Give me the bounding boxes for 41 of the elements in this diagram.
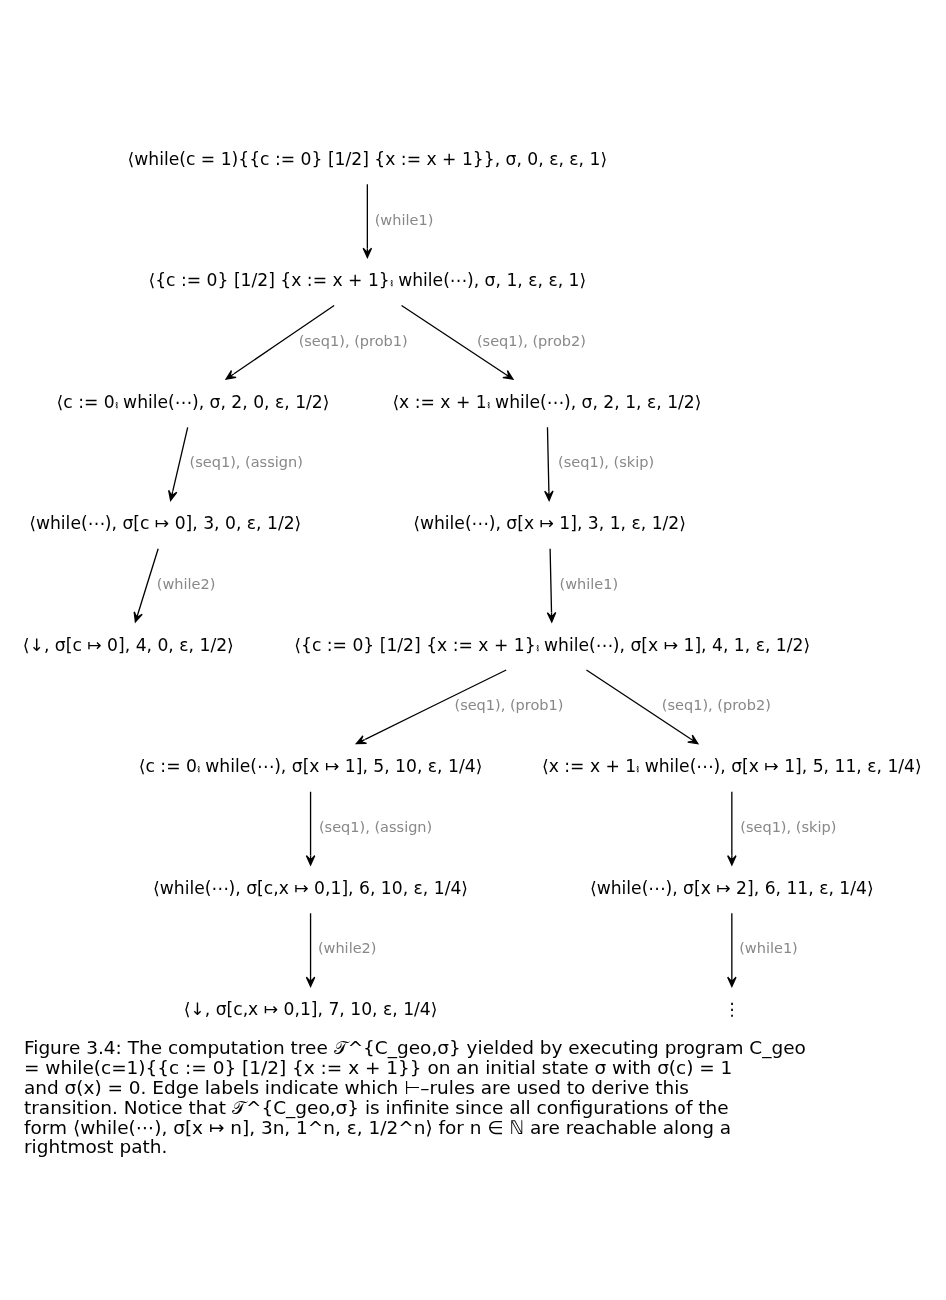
arrow bbox=[400, 304, 514, 380]
arrow bbox=[362, 183, 373, 259]
arrow bbox=[305, 912, 316, 987]
edge-label: (seq1), (skip) bbox=[740, 818, 837, 835]
arrow bbox=[133, 548, 159, 623]
arrow bbox=[225, 304, 335, 380]
arrow bbox=[727, 912, 737, 987]
arrow bbox=[355, 669, 507, 745]
edge-label: (seq1), (prob2) bbox=[476, 333, 586, 349]
edge-label: (seq1), (assign) bbox=[189, 454, 303, 471]
edge-label: (while2) bbox=[317, 940, 377, 957]
edge-label: (seq1), (prob1) bbox=[298, 333, 408, 349]
edge-label: (seq1), (skip) bbox=[558, 454, 655, 471]
caption: Figure 3.4: The computation tree 𝒯^{C_geo,σ} yielded by executing program C_geo = while(c=1){{c := 0} [1/2] {x := x + 1}} on an initial state σ with σ(c) = 1 and σ(x) = 0. Edge labels indicate which ⊢–rules are used to derive this transition. Notice that 𝒯^{C_geo,σ} is infinite since all configurations of the form ⟨while(⋯), σ[x ↦ n], 3n, 1^n, ε, 1/2^n⟩ for n ∈ ℕ are reachable along a rightmost path. bbox=[23, 1037, 806, 1158]
arrow bbox=[544, 426, 554, 502]
arrow bbox=[727, 791, 737, 866]
node-text: ⟨↓, σ[c ↦ 0], 4, 0, ε, 1/2⟩ bbox=[22, 634, 234, 655]
arrow bbox=[168, 426, 189, 502]
node-text: ⟨while(c = 1){{c := 0} [1/2] {x := x + 1}}, σ, 0, ε, ε, 1⟩ bbox=[127, 148, 608, 169]
arrow bbox=[546, 548, 557, 623]
node-text: ⟨c := 0⨾ while(⋯), σ, 2, 0, ε, 1/2⟩ bbox=[56, 391, 330, 412]
edge-label: (seq1), (prob1) bbox=[454, 697, 564, 714]
node-text: ⟨c := 0⨾ while(⋯), σ[x ↦ 1], 5, 10, ε, 1/4⟩ bbox=[138, 756, 483, 777]
arrow bbox=[305, 791, 316, 866]
node-text: ⟨x := x + 1⨾ while(⋯), σ[x ↦ 1], 5, 11, ε, 1/4⟩ bbox=[541, 756, 922, 777]
edge-label: (while1) bbox=[739, 940, 798, 957]
node-text: ⟨{c := 0} [1/2] {x := x + 1}⨾ while(⋯), σ[x ↦ 1], 4, 1, ε, 1/2⟩ bbox=[294, 634, 811, 655]
node-text: ⟨while(⋯), σ[c,x ↦ 0,1], 6, 10, ε, 1/4⟩ bbox=[153, 877, 469, 898]
node-text: ⋮ bbox=[723, 999, 741, 1020]
node-text: ⟨while(⋯), σ[x ↦ 2], 6, 11, ε, 1/4⟩ bbox=[589, 877, 874, 898]
node-text: ⟨x := x + 1⨾ while(⋯), σ, 2, 1, ε, 1/2⟩ bbox=[392, 391, 702, 412]
edge-label: (while1) bbox=[374, 211, 434, 228]
edge-label: (seq1), (prob2) bbox=[661, 697, 771, 714]
node-text: ⟨while(⋯), σ[x ↦ 1], 3, 1, ε, 1/2⟩ bbox=[413, 513, 686, 534]
node-text: ⟨while(⋯), σ[c ↦ 0], 3, 0, ε, 1/2⟩ bbox=[29, 513, 302, 534]
edge-label: (while2) bbox=[156, 575, 216, 592]
edge-label: (while1) bbox=[559, 575, 619, 592]
node-text: ⟨{c := 0} [1/2] {x := x + 1}⨾ while(⋯), σ, 1, ε, ε, 1⟩ bbox=[148, 270, 587, 291]
node-text: ⟨↓, σ[c,x ↦ 0,1], 7, 10, ε, 1/4⟩ bbox=[183, 999, 438, 1020]
edge-label: (seq1), (assign) bbox=[318, 818, 433, 835]
arrow bbox=[585, 669, 699, 745]
